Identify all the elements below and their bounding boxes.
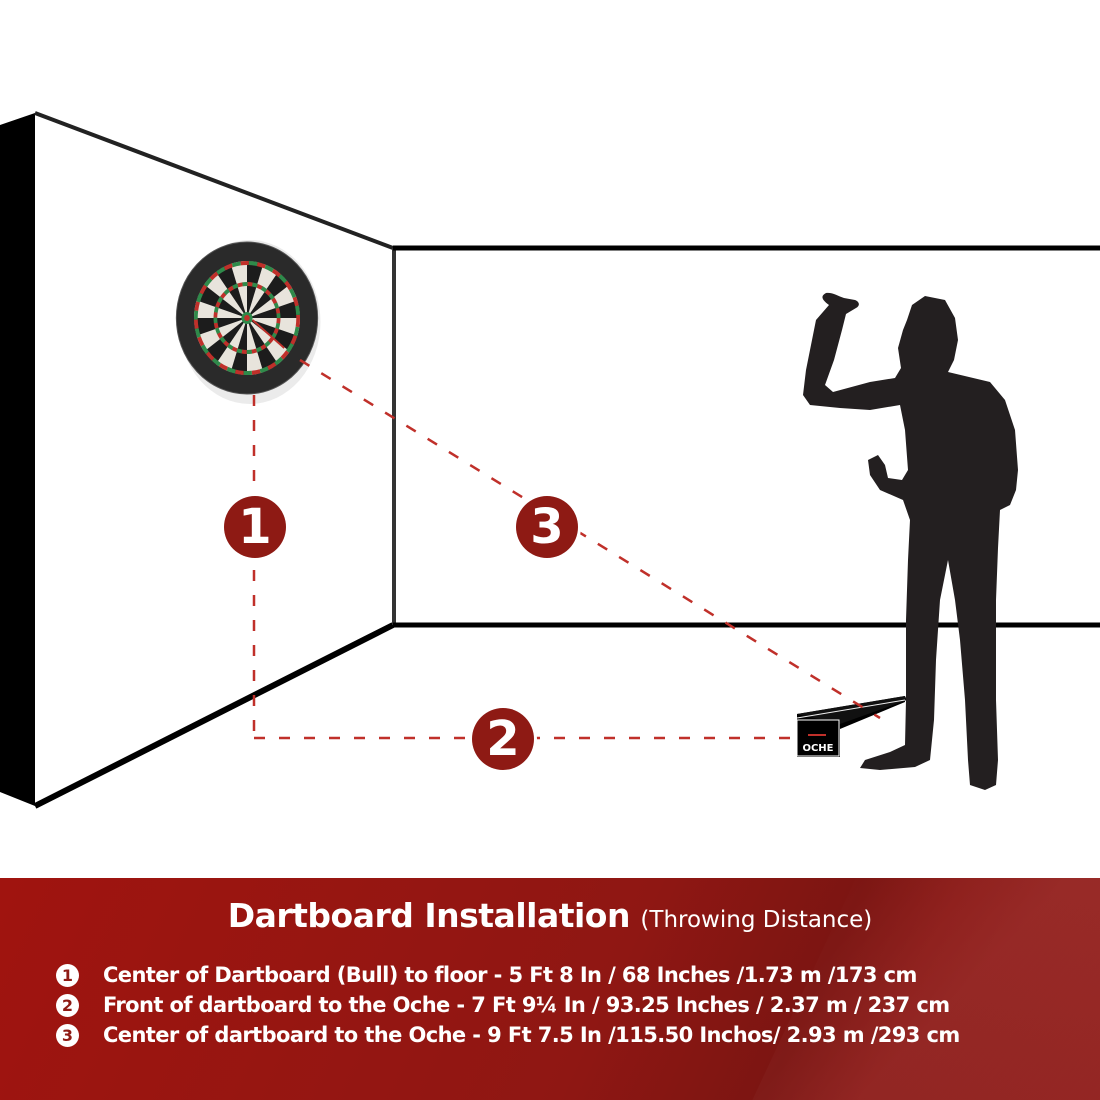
dartboard-icon xyxy=(175,240,321,404)
panel-title: Dartboard Installation (Throwing Distanc… xyxy=(0,896,1100,935)
title-subtitle: (Throwing Distance) xyxy=(640,907,873,933)
oche-icon: OCHE xyxy=(796,696,907,757)
title-main: Dartboard Installation xyxy=(227,896,631,935)
number-3-icon: 3 xyxy=(56,1023,79,1047)
marker-3-badge: 3 xyxy=(516,496,578,558)
svg-text:OCHE: OCHE xyxy=(802,743,833,754)
info-panel: Dartboard Installation (Throwing Distanc… xyxy=(0,878,1100,1100)
number-1-icon: 1 xyxy=(56,963,79,987)
spec-text: Center of dartboard to the Oche - 9 Ft 7… xyxy=(103,1023,960,1047)
spec-row: 3 Center of dartboard to the Oche - 9 Ft… xyxy=(56,1020,1076,1050)
marker-2-badge: 2 xyxy=(472,708,534,770)
spec-row: 2 Front of dartboard to the Oche - 7 Ft … xyxy=(56,990,1076,1020)
floor-left-line xyxy=(33,622,395,809)
left-wall-edge xyxy=(0,113,35,806)
measurement-lines xyxy=(252,358,881,740)
dash-line-3 xyxy=(299,358,881,720)
spec-row: 1 Center of Dartboard (Bull) to floor - … xyxy=(56,960,1076,990)
spec-text: Center of Dartboard (Bull) to floor - 5 … xyxy=(103,963,917,987)
thrower-silhouette-icon xyxy=(803,292,1018,790)
number-2-icon: 2 xyxy=(56,993,79,1017)
marker-1-badge: 1 xyxy=(224,496,286,558)
ceiling-left-line xyxy=(34,111,394,250)
spec-text: Front of dartboard to the Oche - 7 Ft 9¼… xyxy=(103,993,950,1017)
room-diagram: OCHE 1 2 3 xyxy=(0,111,1100,809)
spec-list: 1 Center of Dartboard (Bull) to floor - … xyxy=(56,960,1076,1050)
